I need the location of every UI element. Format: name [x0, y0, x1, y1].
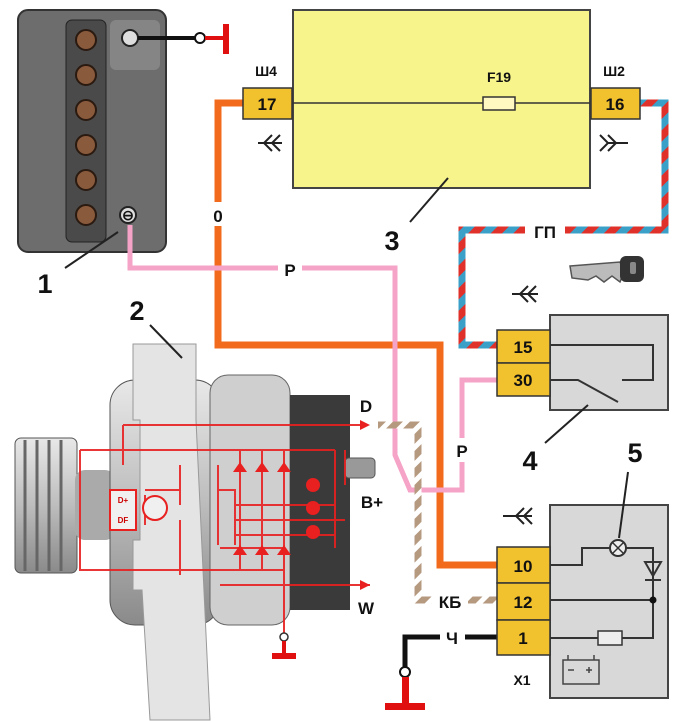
key-icon [569, 256, 644, 284]
connector-socket-icon [512, 285, 538, 303]
leader-1 [64, 231, 119, 269]
leader-2 [149, 324, 183, 359]
regulator-df: DF [118, 516, 129, 525]
wire-label-orange: 0 [213, 207, 222, 226]
rotor-icon [142, 495, 168, 521]
pin-label-10: 10 [514, 557, 533, 576]
connector-pin-1 [496, 619, 551, 656]
connector-pin-15 [496, 329, 551, 364]
alternator: D+ DF [14, 343, 376, 721]
connector-label-x1: X1 [513, 672, 530, 688]
callout-1: 1 [37, 269, 52, 299]
resistor-icon [597, 630, 623, 646]
fuse-box: F19 17 16 Ш4 Ш2 [242, 9, 641, 189]
connector-label-sh2: Ш2 [603, 63, 625, 79]
wire-label-pink-top: P [284, 261, 295, 280]
terminal-d: D [360, 397, 372, 416]
wire-orange [214, 99, 500, 569]
wire-pink-battery [127, 225, 500, 493]
connector-pin-17 [242, 87, 293, 120]
callout-2: 2 [129, 296, 144, 326]
ground-icon [272, 641, 296, 659]
connector-pin-12 [496, 582, 551, 621]
pin-label-1: 1 [518, 629, 527, 648]
wire-label-pink-bottom: P [456, 442, 467, 461]
terminal-bplus: B+ [361, 493, 383, 512]
instrument-cluster: 10 12 1 X1 [496, 504, 669, 699]
connector-plug-icon [599, 134, 628, 152]
terminal-w: W [358, 599, 375, 618]
battery-symbol-icon [562, 655, 600, 685]
connector-pin-30 [496, 362, 551, 397]
wire-label-black: Ч [446, 629, 458, 648]
fuse-label: F19 [487, 69, 511, 85]
battery-minus-terminal [119, 206, 137, 224]
pin-label-12: 12 [514, 593, 533, 612]
wire-label-red-blue: ГП [534, 223, 556, 242]
leader-4 [544, 404, 589, 444]
regulator-dplus: D+ [118, 496, 129, 505]
callout-5: 5 [627, 438, 642, 468]
connector-pin-10 [496, 546, 551, 584]
connector-socket-icon [258, 134, 282, 152]
battery-plus-terminal [121, 29, 139, 47]
voltage-regulator [109, 489, 137, 531]
wire-black-ground [402, 634, 440, 668]
connector-pin-16 [590, 87, 641, 120]
leader-3 [409, 177, 449, 223]
fuse-f19 [482, 96, 516, 111]
ground-icon [205, 24, 229, 54]
battery-minus-symbol: ⊖ [122, 207, 134, 223]
pin-label-30: 30 [514, 371, 533, 390]
pin-label-17: 17 [258, 95, 277, 114]
lamp-icon [609, 539, 627, 557]
diode-icon [643, 561, 663, 581]
connector-label-sh4: Ш4 [255, 63, 277, 79]
pin-label-16: 16 [606, 95, 625, 114]
leader-5 [618, 471, 629, 539]
wire-label-brown: КБ [439, 593, 462, 612]
ground-icon [385, 677, 425, 710]
connector-socket-icon [503, 507, 533, 525]
pin-label-15: 15 [514, 338, 533, 357]
callout-4: 4 [522, 446, 537, 476]
battery: ⊖ [17, 9, 167, 253]
callout-3: 3 [384, 226, 399, 256]
ignition-switch: 15 30 [496, 314, 669, 411]
battery-cell-caps [75, 29, 97, 226]
